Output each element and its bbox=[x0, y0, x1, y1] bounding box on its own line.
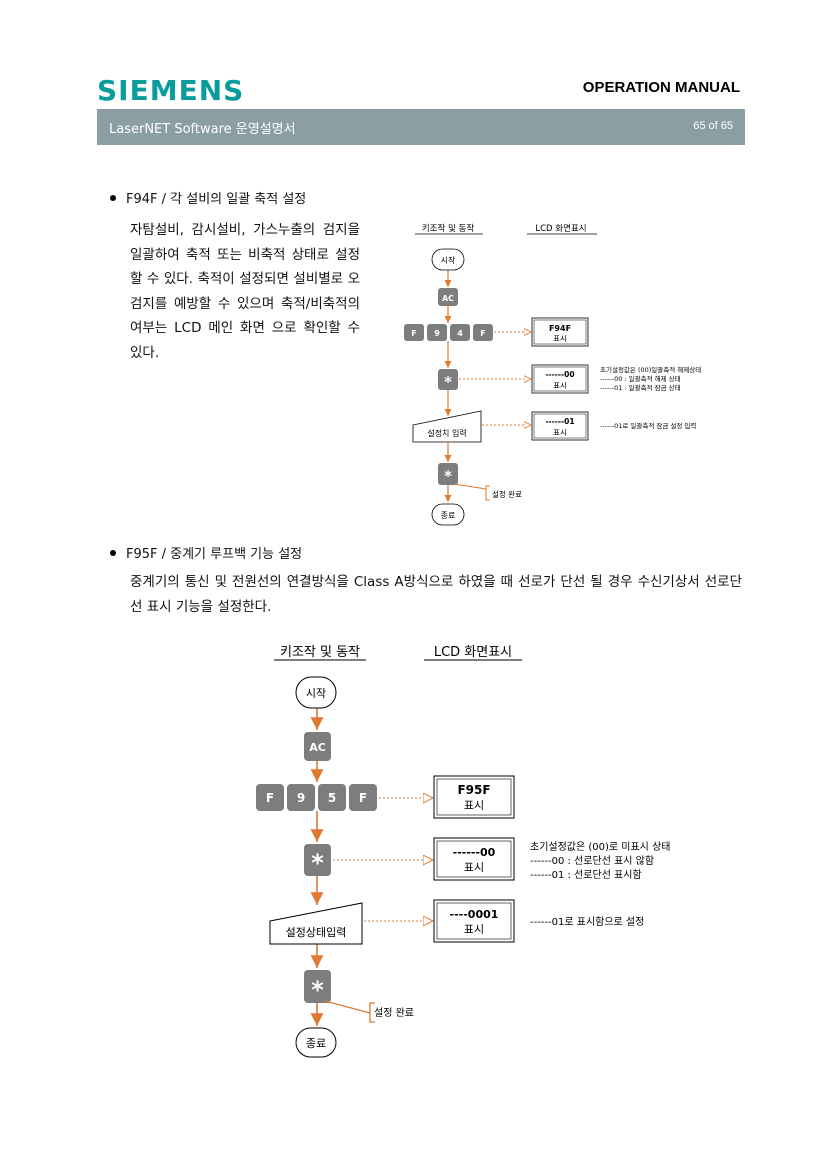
key-9 bbox=[427, 324, 447, 341]
star-key-2-label: * bbox=[311, 976, 324, 1004]
lcd-box-1-top: F95F bbox=[457, 783, 490, 797]
lcd-box-3-bot: 표시 bbox=[553, 428, 567, 437]
star-key-1 bbox=[304, 844, 331, 876]
star-key-2 bbox=[438, 463, 458, 485]
section1-text: 자탐설비, 감시설비, 가스누출의 검지을 일괄하여 축적 또는 비축적 상태로… bbox=[130, 222, 360, 361]
lcd-box-3-bot: 표시 bbox=[464, 923, 484, 936]
input-label: 설정치 입력 bbox=[427, 428, 466, 438]
col-lcd-header: LCD 화면표시 bbox=[535, 223, 586, 234]
lcd-box-2-bot: 표시 bbox=[464, 861, 484, 874]
key-f-2-label: F bbox=[359, 791, 367, 805]
lcd-box-1-bot: 표시 bbox=[553, 334, 567, 343]
star-key-2-label: * bbox=[444, 467, 452, 485]
star-key-1-label: * bbox=[311, 849, 324, 877]
start-label: 시작 bbox=[441, 255, 456, 265]
start-label: 시작 bbox=[306, 687, 326, 700]
document-title: LaserNET Software 운영설명서 bbox=[109, 122, 296, 137]
key-f-2 bbox=[349, 784, 377, 811]
lcd-box-2 bbox=[433, 837, 515, 881]
key-9 bbox=[287, 784, 315, 811]
done-label: 설정 완료 bbox=[492, 489, 522, 499]
key-f-2 bbox=[473, 324, 493, 341]
note-a-2: ------00 : 일괄축적 해제 상태 bbox=[600, 374, 681, 383]
col-key-header: 키조작 및 동작 bbox=[422, 223, 475, 234]
key-f-1 bbox=[404, 324, 424, 341]
note-a-1: 초기설정값은 (00)로 미표시 상태 bbox=[530, 841, 670, 853]
ac-key-label: AC bbox=[442, 294, 454, 303]
note-b: ------01로 일괄축적 잠금 설정 입력 bbox=[600, 421, 696, 430]
lcd-box-2-top: ------00 bbox=[545, 370, 574, 379]
note-a-3: ------01 : 선로단선 표시함 bbox=[530, 869, 642, 881]
key-5 bbox=[318, 784, 346, 811]
lcd-box-3 bbox=[531, 411, 589, 441]
end-label: 종료 bbox=[441, 511, 456, 520]
input-label: 설정상태입력 bbox=[286, 926, 347, 939]
col-key-header: 키조작 및 동작 bbox=[280, 645, 360, 660]
key-5-label: 5 bbox=[328, 791, 336, 805]
key-f-2-label: F bbox=[480, 329, 485, 338]
page-number: 65 of 65 bbox=[693, 120, 733, 132]
key-9-label: 9 bbox=[434, 329, 440, 338]
ac-key bbox=[304, 732, 331, 761]
input-node bbox=[269, 902, 363, 945]
lcd-box-2 bbox=[531, 364, 589, 394]
lcd-box-1 bbox=[433, 775, 515, 819]
key-4 bbox=[450, 324, 470, 341]
star-key-2 bbox=[304, 970, 331, 1003]
key-9-label: 9 bbox=[297, 791, 305, 805]
lcd-box-1-bot: 표시 bbox=[464, 799, 484, 812]
lcd-box-3 bbox=[433, 899, 515, 943]
start-node bbox=[431, 248, 465, 271]
siemens-logo: SIEMENS bbox=[97, 74, 245, 107]
lcd-box-3-top: ----0001 bbox=[450, 908, 499, 921]
done-label: 설정 완료 bbox=[374, 1007, 414, 1019]
start-node bbox=[295, 676, 337, 709]
section1-heading: F94F / 각 설비의 일괄 축적 설정 bbox=[110, 188, 306, 207]
bullet-icon bbox=[110, 194, 116, 201]
end-node bbox=[295, 1027, 337, 1058]
input-node bbox=[412, 410, 482, 443]
lcd-box-2-bot: 표시 bbox=[553, 381, 567, 390]
bullet-icon bbox=[110, 549, 116, 556]
end-node bbox=[431, 503, 465, 526]
key-f-1-label: F bbox=[266, 791, 274, 805]
ac-key bbox=[438, 288, 458, 306]
star-key-1 bbox=[438, 369, 458, 390]
note-a-3: ------01 : 일괄축적 잠금 상태 bbox=[600, 383, 681, 392]
key-f-1-label: F bbox=[411, 329, 416, 338]
section2-heading: F95F / 중계기 루프백 기능 설정 bbox=[110, 543, 302, 562]
key-4-label: 4 bbox=[457, 329, 463, 338]
lcd-box-3-top: ------01 bbox=[545, 417, 574, 426]
note-a-2: ------00 : 선로단선 표시 않함 bbox=[530, 855, 654, 867]
section2-text: 중계기의 통신 및 전원선의 연결방식을 Class A방식으로 하였을 때 선… bbox=[130, 574, 742, 615]
note-a-1: 초기설정값은 (00)일괄축적 해제상태 bbox=[600, 365, 701, 374]
star-key-1-label: * bbox=[444, 373, 452, 391]
col-lcd-header: LCD 화면표시 bbox=[434, 645, 512, 660]
manual-title: OPERATION MANUAL bbox=[582, 79, 740, 96]
ac-key-label: AC bbox=[309, 741, 326, 754]
header-bar: LaserNET Software 운영설명서 65 of 65 bbox=[97, 109, 745, 145]
lcd-box-2-top: ------00 bbox=[453, 846, 496, 859]
lcd-box-1 bbox=[531, 317, 589, 347]
note-b: ------01로 표시함으로 설정 bbox=[530, 916, 644, 928]
key-f-1 bbox=[256, 784, 284, 811]
lcd-box-1-top: F94F bbox=[549, 324, 571, 333]
end-label: 종료 bbox=[306, 1037, 326, 1050]
